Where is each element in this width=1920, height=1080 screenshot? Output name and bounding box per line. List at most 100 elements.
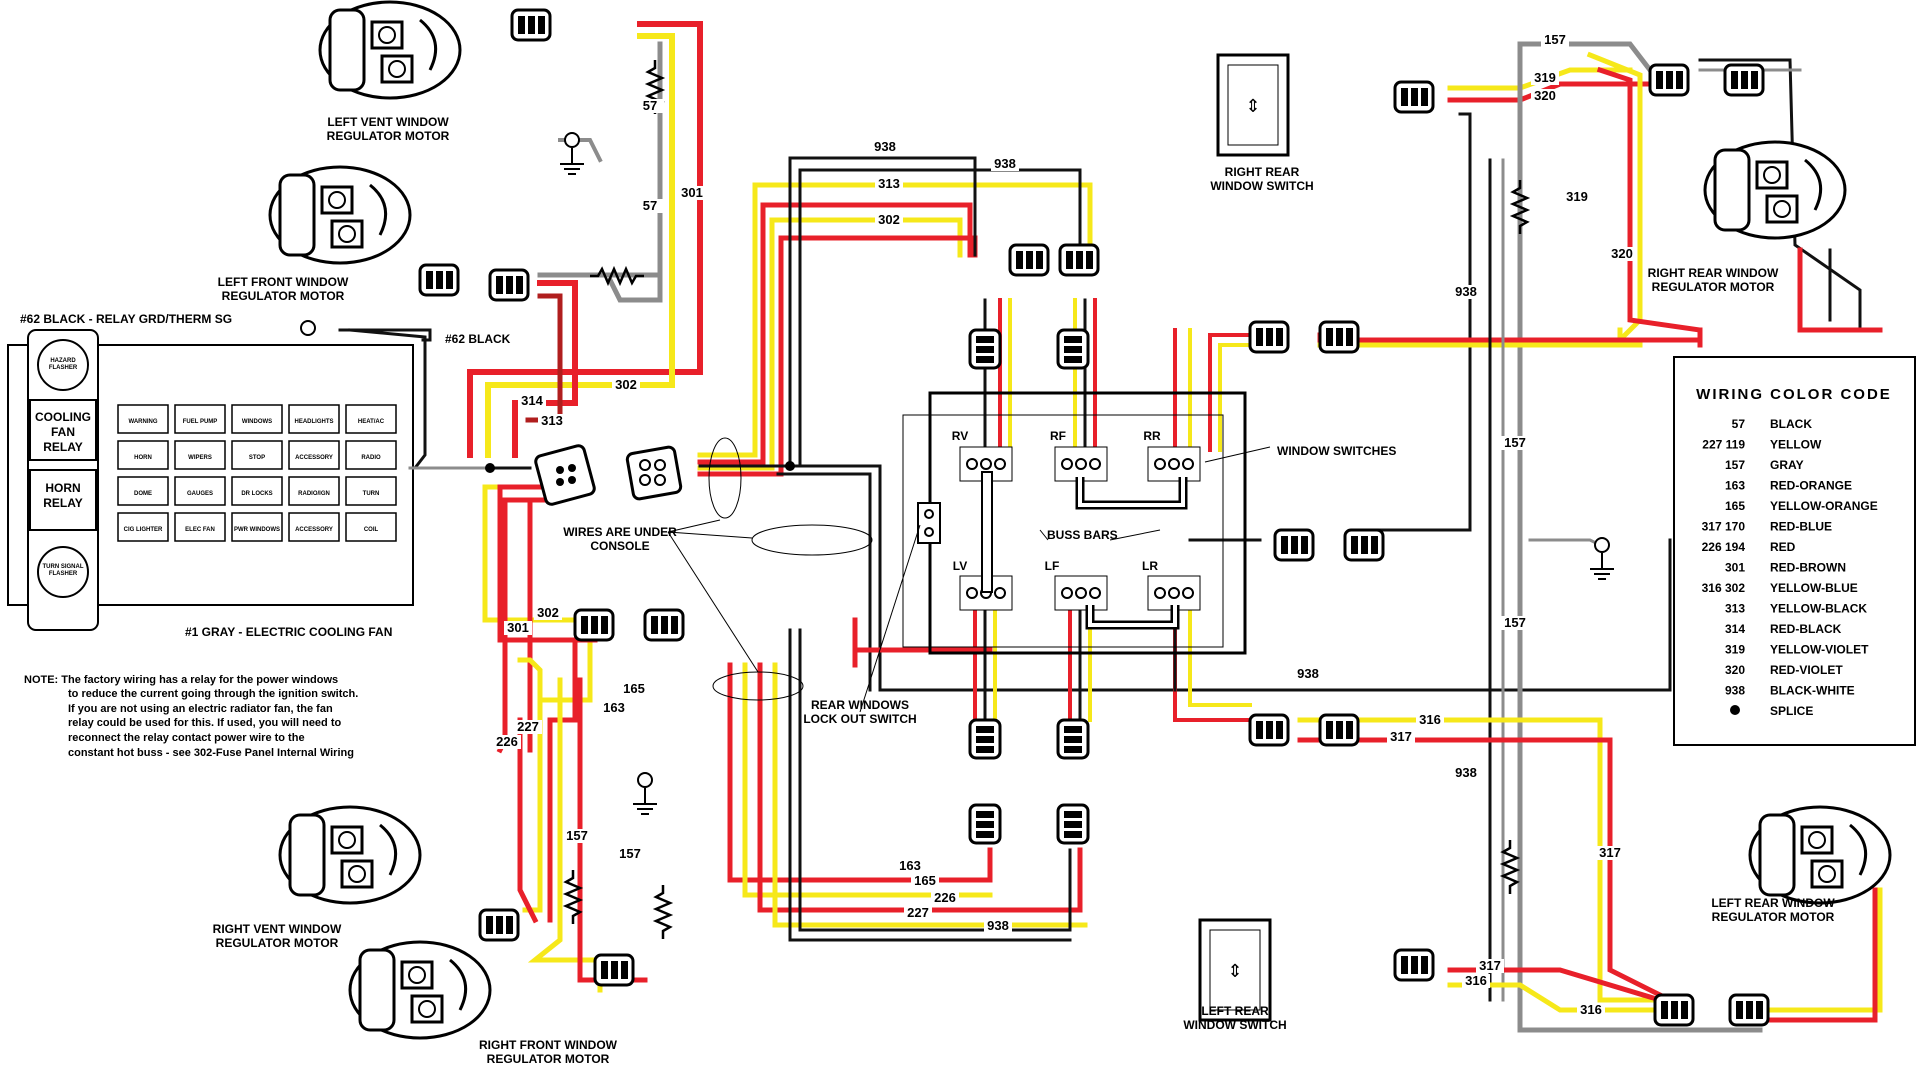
legend-color: RED-BLUE: [1770, 520, 1832, 534]
legend-color: RED: [1770, 540, 1796, 554]
switch-lf[interactable]: [1054, 575, 1108, 611]
legend-color: BLACK: [1770, 417, 1812, 431]
switch-lr-label: LR: [1142, 559, 1158, 573]
black62-label: #62 BLACK: [445, 332, 511, 346]
fuse-label: WARNING: [129, 419, 158, 425]
fuse-slot: [174, 512, 226, 542]
wire-number-label: 938: [987, 918, 1009, 933]
wire-number-label: 317: [1599, 845, 1621, 860]
fuse-label: RADIO/IGN: [298, 491, 330, 497]
left-rear-window-switch: ⇕: [1198, 918, 1272, 1022]
legend-color: SPLICE: [1770, 704, 1813, 718]
rv-top-plug-icon: [1008, 243, 1050, 277]
wire-number-label: 227: [517, 719, 539, 734]
fuse-label: WINDOWS: [242, 419, 272, 425]
wire-number-label: 227: [907, 905, 929, 920]
lr-motor-plug-a-icon: [1653, 993, 1695, 1027]
wire-number-label: 317: [1479, 958, 1501, 973]
lower-harness-plug-a-icon: [573, 608, 615, 642]
wire-number-label: 163: [899, 858, 921, 873]
left-vent-plug-icon: [510, 8, 552, 42]
wire-number-label: 57: [643, 198, 657, 213]
switch-lr[interactable]: [1147, 575, 1201, 611]
fuse-slot: [345, 404, 397, 434]
wire-number-label: 301: [681, 185, 703, 200]
legend-code: 319: [1725, 643, 1745, 657]
legend-code: 313: [1725, 602, 1745, 616]
legend-code: 157: [1725, 458, 1745, 472]
note-line: If you are not using an electric radiato…: [68, 703, 333, 715]
left-front-wiring: [512, 257, 663, 458]
switch-panel-plug-icon: [1273, 528, 1315, 562]
wire-number-label: 316: [1580, 1002, 1602, 1017]
fuse-slot: [174, 440, 226, 470]
switch-lv-label: LV: [953, 559, 967, 573]
legend-color: BLACK-WHITE: [1770, 684, 1855, 698]
fuse-slot: [117, 404, 169, 434]
rr-motor-plug-a-icon: [1648, 63, 1690, 97]
fuse-label: HEAT/AC: [358, 419, 385, 425]
wire-number-label: 302: [537, 605, 559, 620]
switch-rr[interactable]: [1147, 446, 1201, 482]
rr-motor-harness-plug-icon: [1318, 320, 1360, 354]
fuse-label: DOME: [134, 491, 152, 497]
legend-color: RED-BLACK: [1770, 622, 1842, 636]
switch-rv-label: RV: [952, 429, 968, 443]
splice-dot: [485, 463, 495, 473]
svg-text:⇕: ⇕: [1245, 96, 1260, 117]
wire-number-label: 157: [619, 846, 641, 861]
lr-harness-plug-icon: [1318, 713, 1360, 747]
legend-color: RED-ORANGE: [1770, 479, 1852, 493]
fuse-slot: [345, 440, 397, 470]
legend-color: YELLOW-VIOLET: [1770, 643, 1869, 657]
right-vent-motor-icon: [278, 805, 422, 905]
wire-number-label: 320: [1611, 246, 1633, 261]
relay-connector: [534, 444, 683, 506]
fuse-label: HEADLIGHTS: [295, 419, 334, 425]
fuse-slot: [174, 476, 226, 506]
lower-harness-plug-b-icon: [643, 608, 685, 642]
wire-number-label: 319: [1566, 189, 1588, 204]
wire-number-label: 157: [1504, 615, 1526, 630]
gray-fan-label: #1 GRAY - ELECTRIC COOLING FAN: [185, 625, 392, 639]
note-line: constant hot buss - see 302-Fuse Panel I…: [68, 747, 354, 759]
wire-number-label: 302: [615, 377, 637, 392]
legend-color: YELLOW-BLUE: [1770, 581, 1858, 595]
lockout-switch[interactable]: [917, 502, 941, 544]
fuse-panel: WARNING FUEL PUMP WINDOWS HEADLIGHTS HEAT/AC…: [7, 329, 414, 631]
wire-number-label: 157: [1504, 435, 1526, 450]
legend-code: 314: [1725, 622, 1745, 636]
switch-rf[interactable]: [1054, 446, 1108, 482]
wire-number-label: 313: [878, 176, 900, 191]
ground-icon: [300, 320, 316, 336]
note-line: to reduce the current going through the …: [68, 688, 358, 700]
lf-lower-plug-icon: [1056, 803, 1090, 845]
rf-switch-plug-icon: [1056, 328, 1090, 370]
fuse-slot: [345, 476, 397, 506]
rr-harness-plug-icon: [1248, 320, 1290, 354]
lv-lower-plug-icon: [968, 803, 1002, 845]
right-rear-harness-plug-icon: [1343, 528, 1385, 562]
fuse-label: GAUGES: [187, 491, 213, 497]
rf-top-plug-icon: [1058, 243, 1100, 277]
wire-number-label: 302: [878, 212, 900, 227]
legend-color: RED-VIOLET: [1770, 663, 1843, 677]
left-front-motor-plug-icon: [418, 263, 460, 297]
fuse-slot: [231, 512, 283, 542]
fuse-label: STOP: [249, 455, 265, 461]
resistor-icon: [588, 267, 646, 285]
wire-number-label: 165: [914, 873, 936, 888]
right-vent-plug-icon: [478, 908, 520, 942]
fuse-label: FUEL PUMP: [183, 419, 218, 425]
console-marker: [751, 524, 873, 556]
ground-icon: [1589, 537, 1615, 580]
legend-color: RED-BROWN: [1770, 561, 1846, 575]
legend-title: WIRING COLOR CODE: [1696, 386, 1892, 403]
lr-switch-harness-plug-icon: [1393, 948, 1435, 982]
